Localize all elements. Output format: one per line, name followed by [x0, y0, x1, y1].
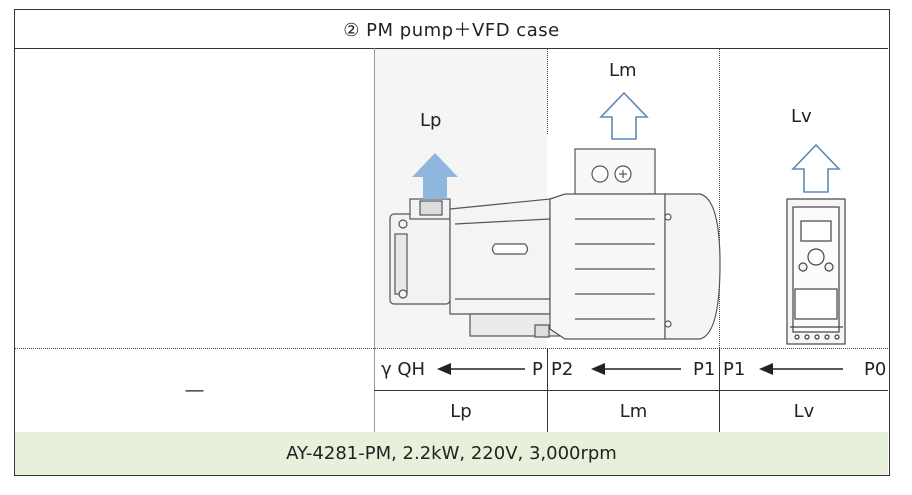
motor-loss-arrow-icon	[599, 91, 649, 140]
motor-icon	[534, 148, 721, 340]
image-row-divider	[15, 348, 888, 349]
motor-flow-input: P1	[693, 359, 716, 380]
pump-loss-arrow-icon	[412, 153, 458, 199]
pump-flow-input: P	[532, 359, 543, 380]
vfd-loss-label: Lv	[791, 106, 812, 127]
pump-loss-label: Lp	[420, 110, 442, 131]
column-divider-motor-vfd	[719, 48, 720, 348]
vfd-loss-arrow-icon	[791, 143, 841, 193]
pump-flow-output: γ QH	[381, 359, 426, 380]
vfd-icon	[786, 198, 846, 345]
left-cell-dash: ―	[185, 380, 204, 401]
vfd-flow-arrow-icon	[759, 363, 843, 375]
column-divider-left	[374, 48, 375, 432]
spec-footer: AY-4281-PM, 2.2kW, 220V, 3,000rpm	[15, 432, 888, 475]
vfd-flow-output: P1	[723, 359, 746, 380]
vfd-flow-input: P0	[864, 359, 887, 380]
motor-flow-output: P2	[551, 359, 574, 380]
pump-loss-cell: Lp	[450, 401, 472, 422]
motor-flow-arrow-icon	[591, 363, 681, 375]
column-divider-pump-motor-top	[547, 48, 548, 134]
equipment-illustration	[375, 49, 846, 348]
pump-flow-arrow-icon	[437, 363, 525, 375]
pump-icon	[389, 198, 561, 337]
title-divider	[15, 48, 888, 49]
motor-loss-label: Lm	[609, 60, 637, 81]
comparison-table: ② PM pump＋VFD case	[14, 9, 890, 476]
table-title: ② PM pump＋VFD case	[343, 20, 560, 41]
flow-row-divider	[374, 390, 888, 391]
motor-loss-cell: Lm	[619, 401, 648, 422]
vfd-loss-cell: Lv	[793, 401, 815, 422]
